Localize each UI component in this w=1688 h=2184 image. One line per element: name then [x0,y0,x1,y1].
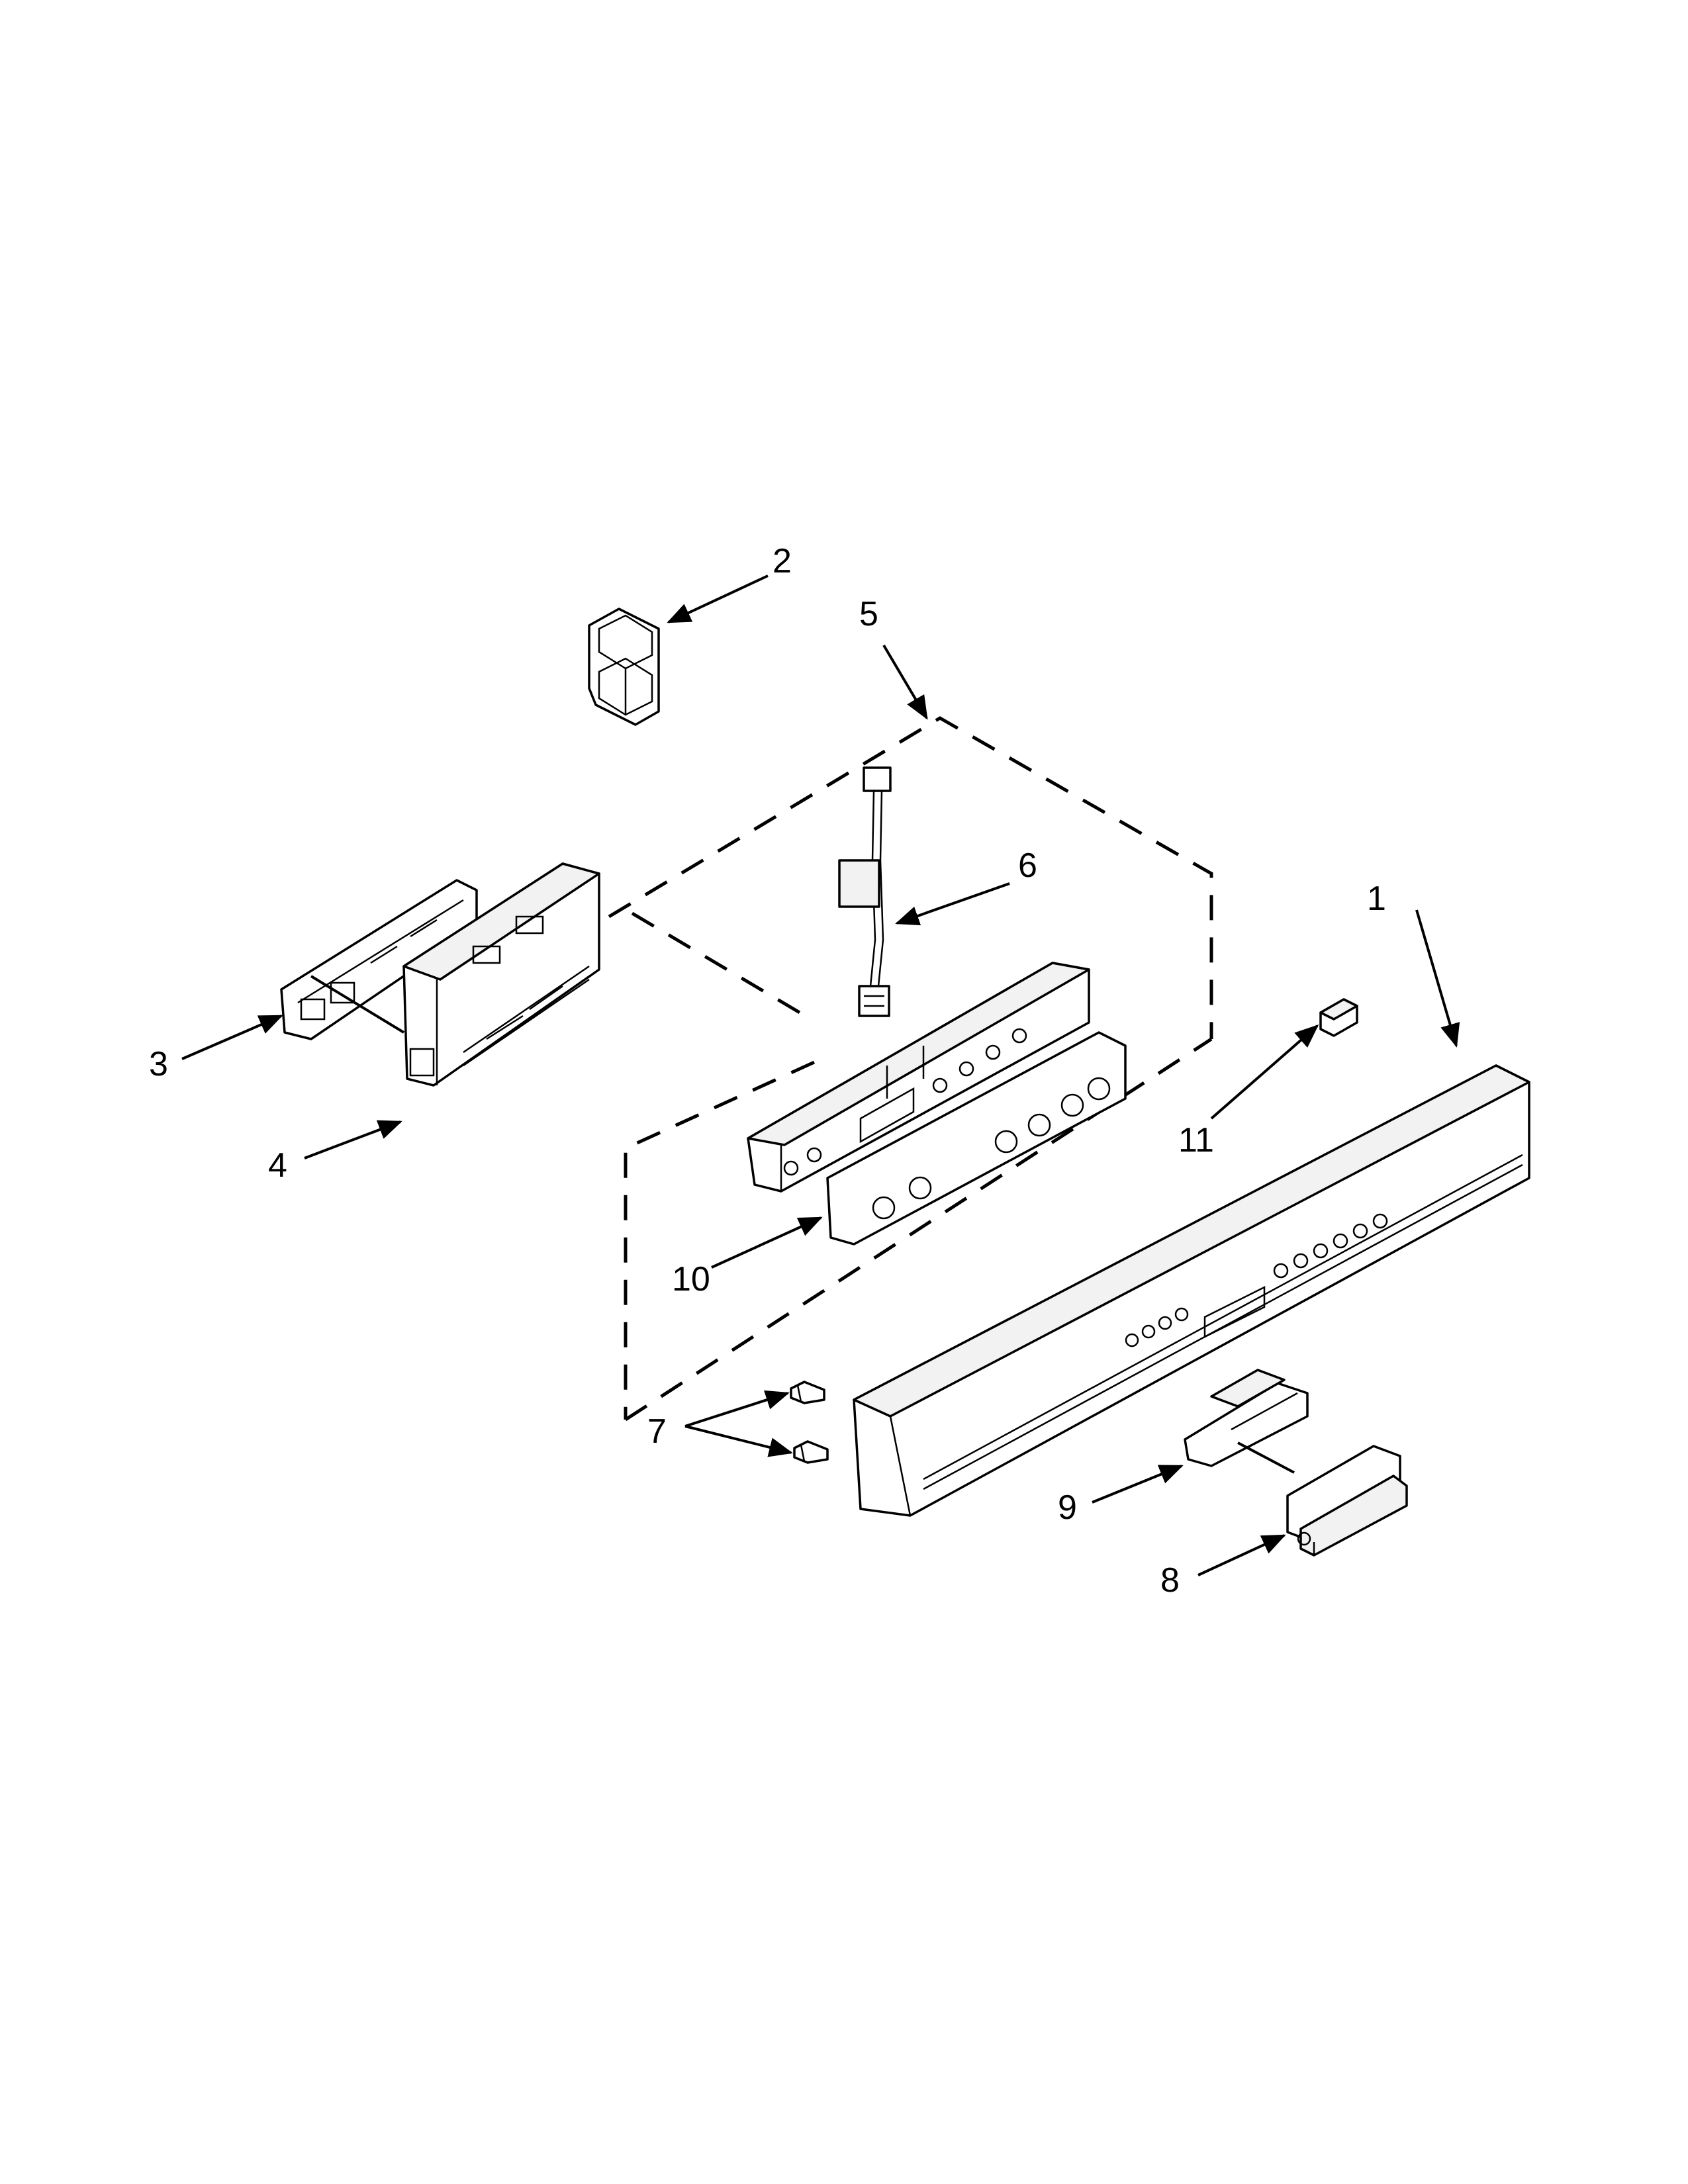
part-1-console [853,1064,1530,1517]
callout-7: 7 [647,1412,667,1451]
callout-5: 5 [859,595,878,633]
part-10-user-interface [747,962,1127,1246]
part-6-wire-harness [838,766,892,1017]
callout-labels: 1 2 3 4 5 6 7 8 9 10 11 [149,542,1386,1600]
callout-10: 10 [672,1260,710,1298]
callout-3: 3 [149,1045,168,1083]
callout-9: 9 [1058,1488,1077,1527]
callout-8: 8 [1160,1561,1180,1600]
part-7-screws [790,1381,829,1464]
callout-2: 2 [773,542,792,580]
part-11-tab [1319,998,1358,1037]
part-2-clip [588,608,660,726]
assembly-5-dashed-outline [608,716,1213,1422]
callout-arrows [181,574,1460,1576]
part-4-control-board [402,862,600,1087]
part-connector-lines [310,975,405,1034]
part-8-handle [1286,1445,1408,1557]
callout-6: 6 [1018,846,1037,885]
part-9-latch [1184,1369,1309,1474]
callout-4: 4 [268,1146,287,1185]
callout-11: 11 [1178,1121,1214,1160]
callout-1: 1 [1367,880,1386,918]
